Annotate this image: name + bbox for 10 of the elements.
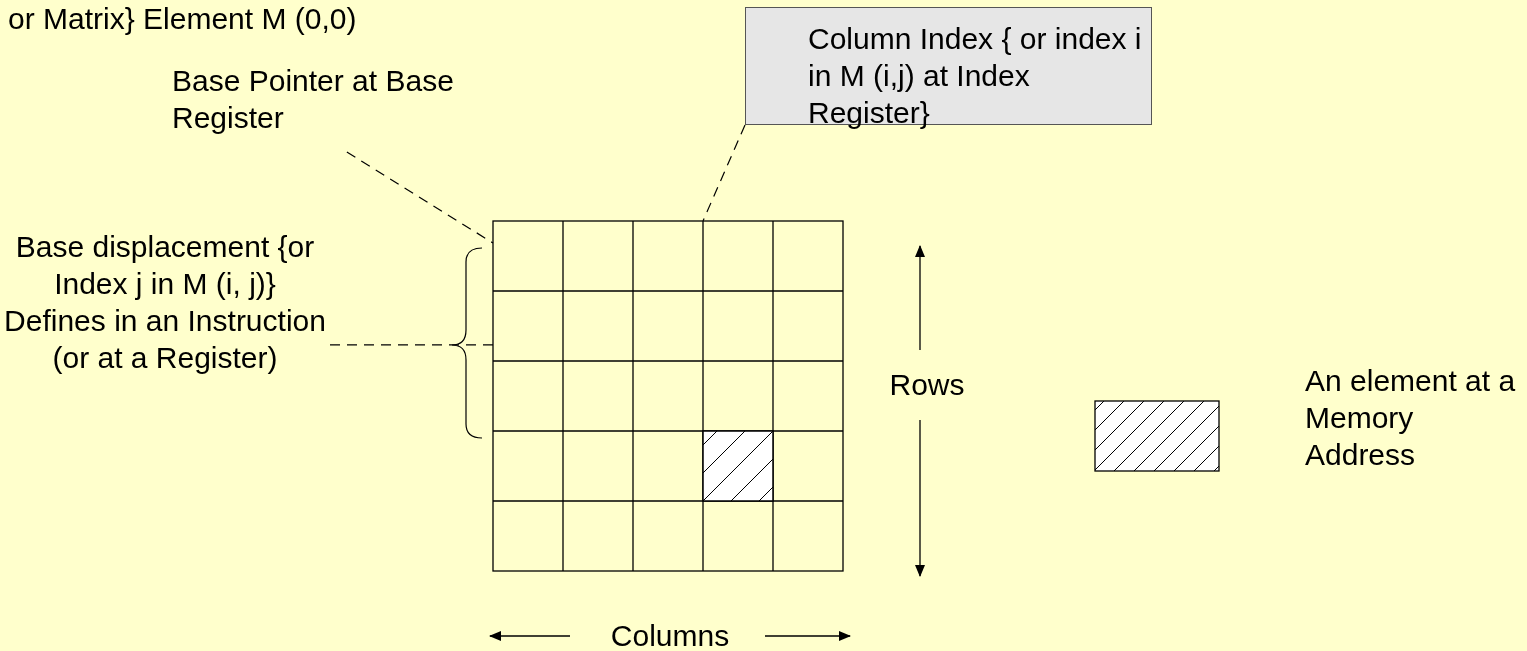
leader-line: [346, 151, 494, 244]
leader-line: [702, 124, 746, 222]
axis-label: Columns: [609, 618, 731, 651]
matrix-grid: [493, 221, 843, 571]
pointer-label: Base Pointer at Base Register: [150, 62, 490, 152]
leader-line: [329, 344, 494, 346]
heading-text: or Matrix} Element M (0,0): [8, 1, 358, 37]
displacement-label: Base displacement {or Index j in M (i, j)} Defines in an Instruction (or at a Register): [0, 228, 330, 498]
axis-label: Rows: [888, 367, 966, 403]
legend-text: An element at a Memory Address: [1305, 363, 1517, 473]
